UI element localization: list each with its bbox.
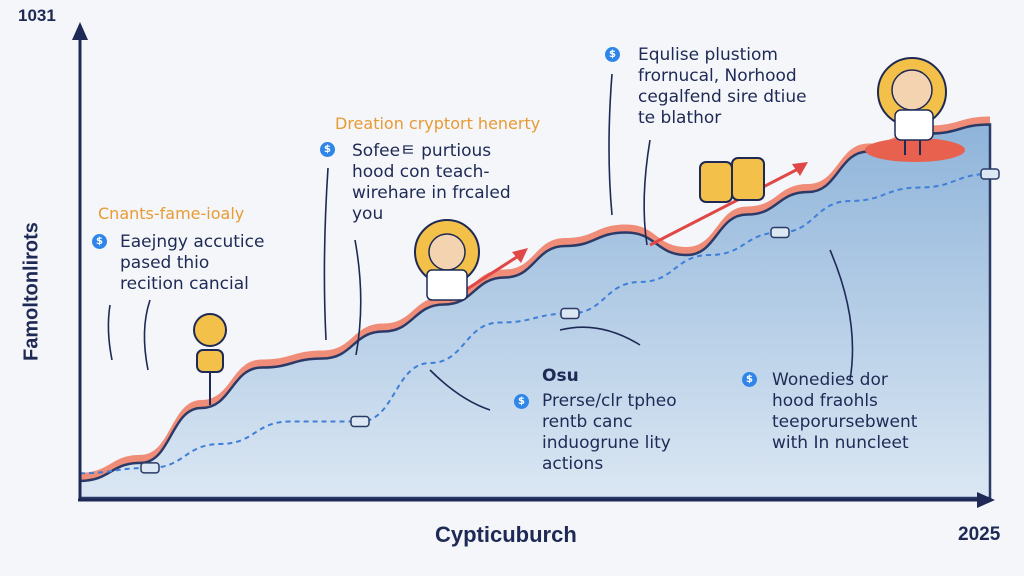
annotation-heading: Dreation cryptort henerty xyxy=(335,114,541,133)
dollar-icon: $ xyxy=(514,394,529,409)
dollar-icon: $ xyxy=(605,47,620,62)
annotation-text: Wonedies dor hood fraohls teeporursebwen… xyxy=(772,370,918,453)
data-point-marker xyxy=(560,307,580,320)
y-axis-arrow-icon xyxy=(72,22,88,40)
character-icon xyxy=(414,219,480,301)
data-point-marker xyxy=(980,168,1000,180)
annotation-text: Equlise plustiom frornucal, Norhood cega… xyxy=(638,45,807,128)
y-top-tick-label: 1031 xyxy=(18,6,56,25)
dollar-icon: $ xyxy=(320,142,335,157)
annotation-text: Eaejngy accutice pased thio recition can… xyxy=(120,232,265,294)
y-axis-title: Famoltonlirots xyxy=(20,222,43,361)
character-icon xyxy=(699,157,765,203)
character-icon xyxy=(193,313,227,405)
data-point-marker xyxy=(140,462,160,474)
annotation-heading: Osu xyxy=(542,366,579,386)
x-end-tick-label: 2025 xyxy=(958,524,1001,545)
trend-arrow xyxy=(649,166,801,247)
arrow-head-icon xyxy=(512,248,528,263)
x-axis-title: Cypticuburch xyxy=(435,522,577,547)
data-point-marker xyxy=(770,226,790,239)
arrow-head-icon xyxy=(792,162,808,176)
leader-lines xyxy=(107,73,854,411)
x-axis-arrow-icon xyxy=(977,492,995,508)
character-icon xyxy=(865,57,965,162)
annotation-text: Prerse/clr tpheo rentb canc induogrune l… xyxy=(542,391,677,474)
dollar-icon: $ xyxy=(742,372,757,387)
area-series xyxy=(78,123,992,500)
dollar-icon: $ xyxy=(92,234,107,249)
dashed-trend-line xyxy=(79,173,991,475)
data-point-marker xyxy=(350,415,370,428)
annotation-heading: Cnants-fame-ioaly xyxy=(98,204,245,223)
annotation-text: Sofeeㅌ purtious hood con teach- wirehare… xyxy=(352,141,511,224)
